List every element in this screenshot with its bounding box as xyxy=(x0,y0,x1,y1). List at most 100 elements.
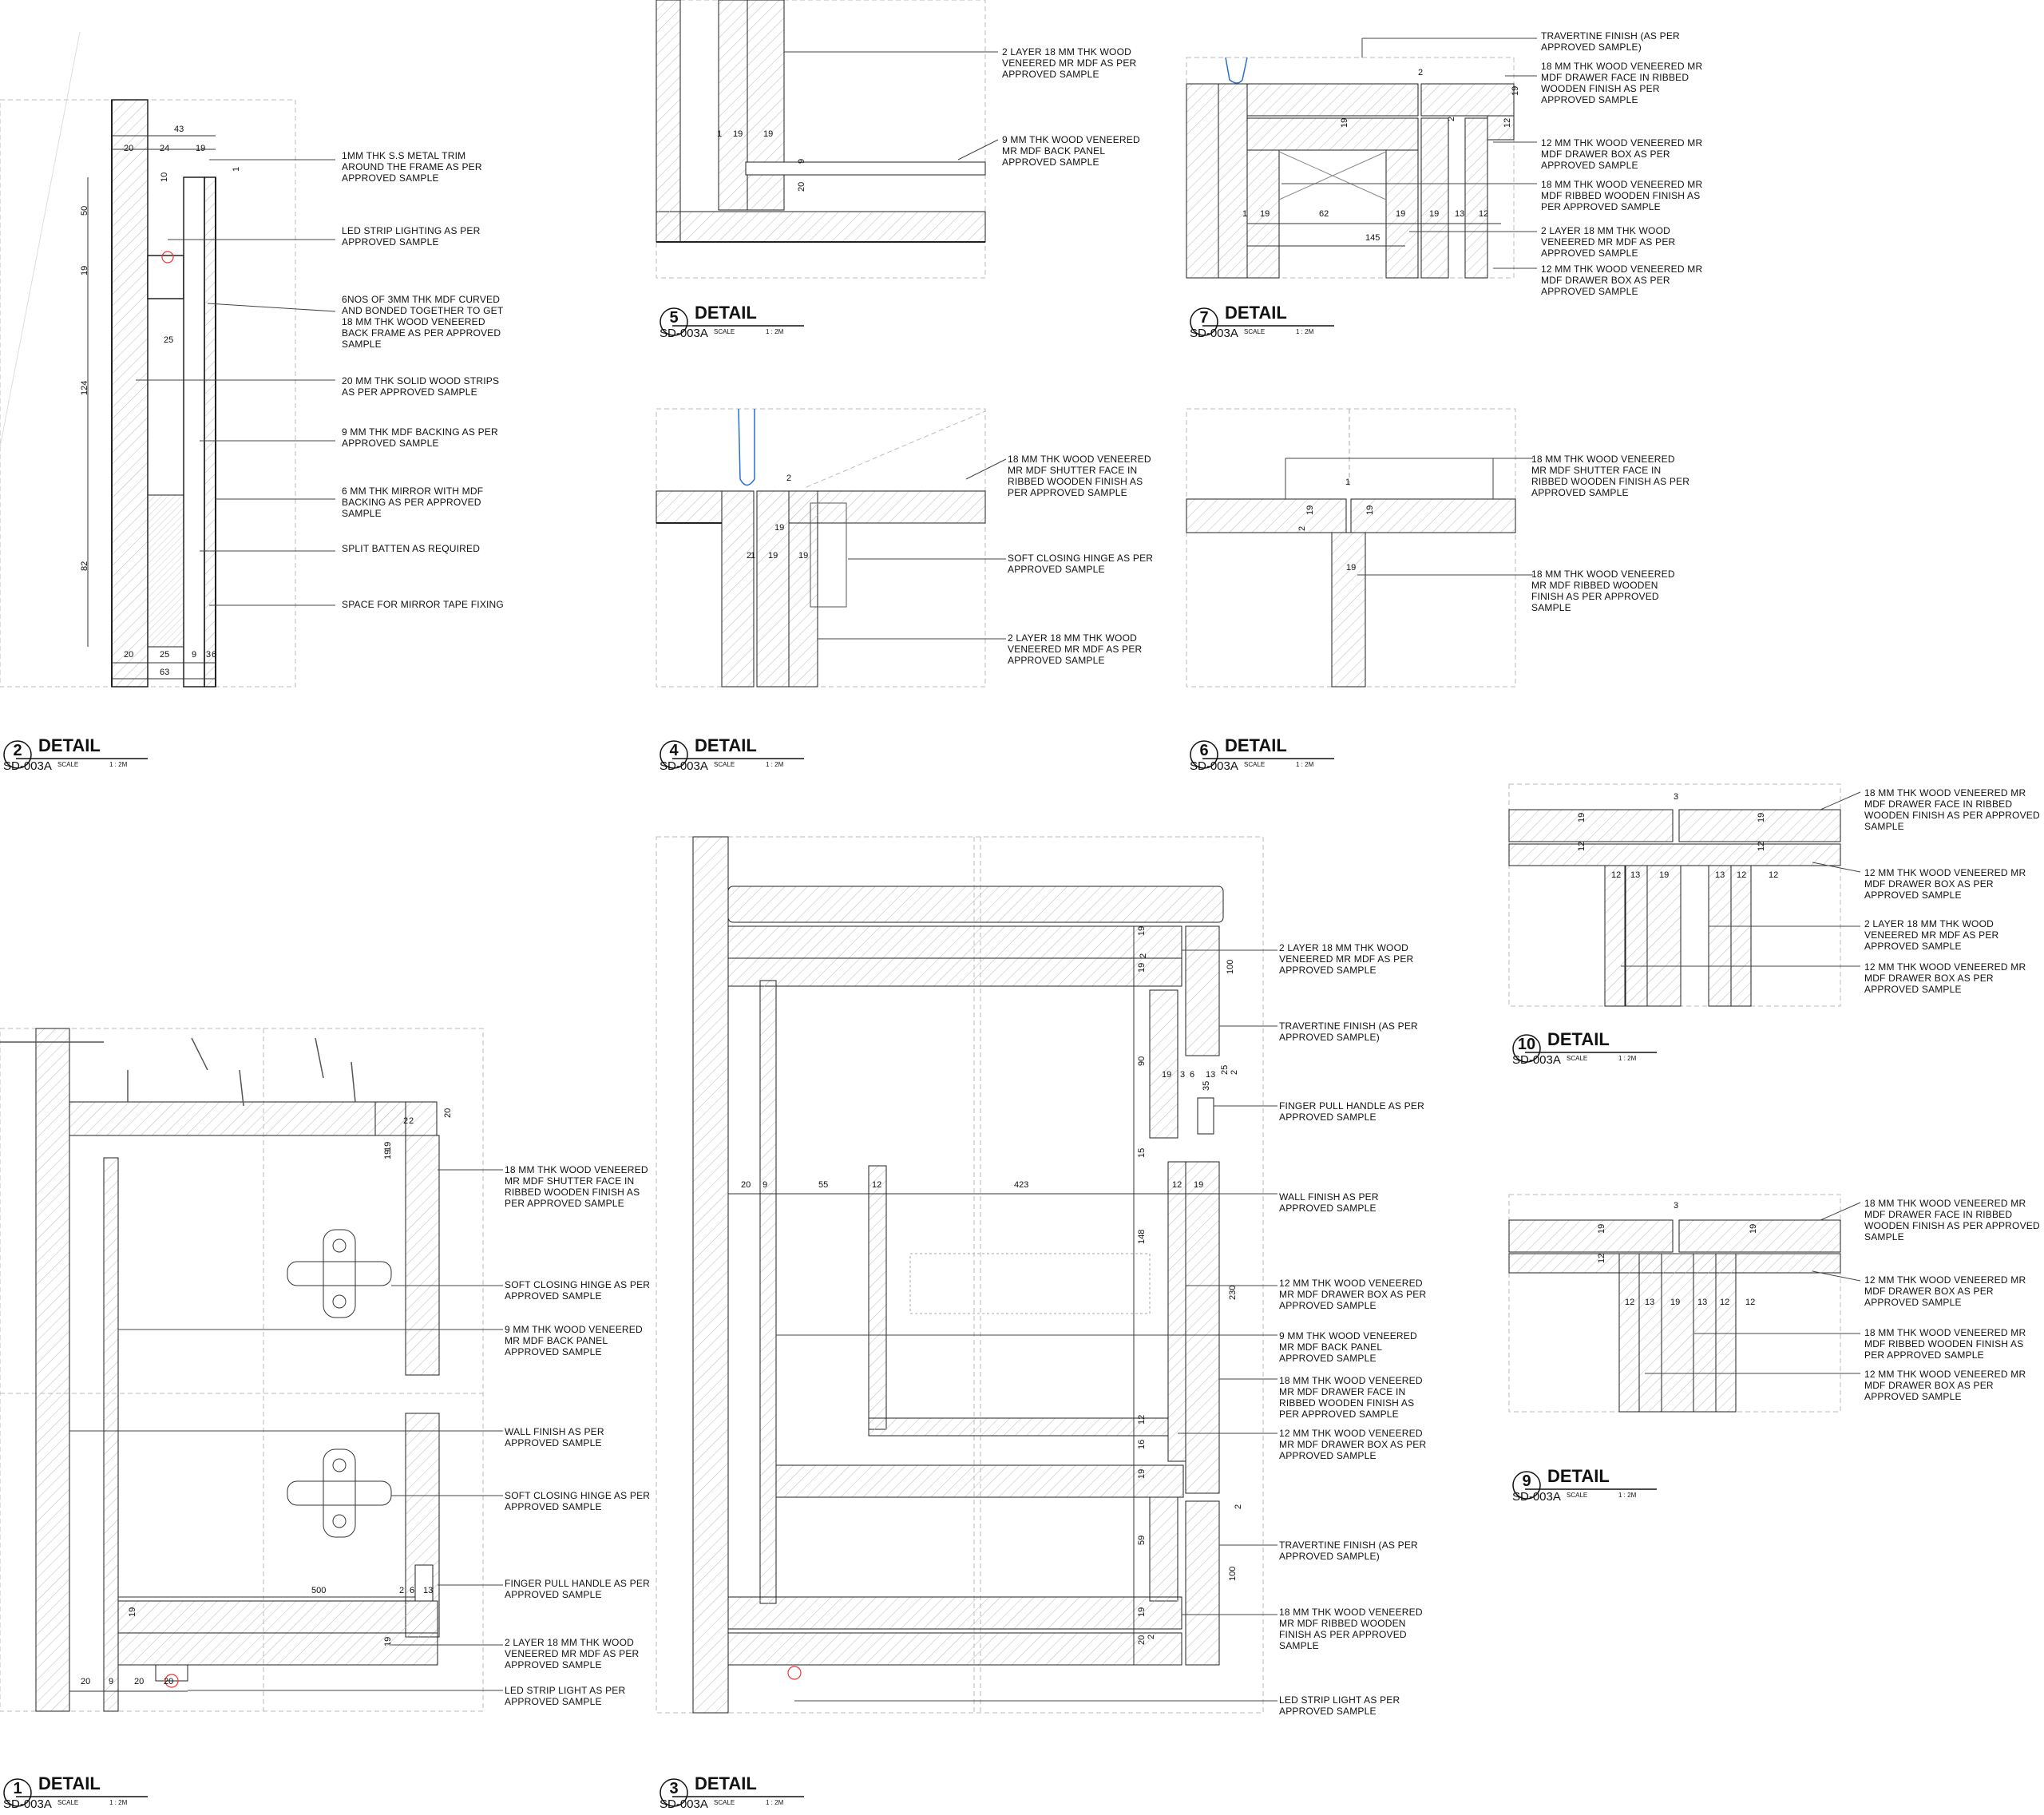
dimension-label: 13 xyxy=(1455,209,1465,219)
dimension-label: 24 xyxy=(160,144,170,153)
callout-number: 1 xyxy=(13,1780,22,1797)
dimension-label: 13 xyxy=(1715,870,1725,880)
material-note: TRAVERTINE FINISH (AS PER APPROVED SAMPL… xyxy=(1279,1020,1418,1043)
dimension-label: 12 xyxy=(872,1180,882,1190)
dimension-label: 12 xyxy=(1737,870,1747,880)
dimension-label: 19 xyxy=(798,551,809,561)
dimension-label: 20 xyxy=(443,1108,453,1118)
dimension-label: 6 xyxy=(212,650,217,660)
detail-title: DETAIL xyxy=(1225,735,1287,755)
material-note: TRAVERTINE FINISH (AS PER APPROVED SAMPL… xyxy=(1541,30,1680,53)
dimension-label: 1 xyxy=(717,129,723,139)
scale-value: 1 : 2M xyxy=(1618,1492,1637,1499)
material-note: 6 MM THK MIRROR WITH MDF BACKING AS PER … xyxy=(342,485,484,519)
material-note: 18 MM THK WOOD VENEERED MR MDF DRAWER FA… xyxy=(1864,787,2040,832)
sheet-reference: SD-003A xyxy=(660,327,708,340)
callout-number: 2 xyxy=(13,742,22,759)
scale-value: 1 : 2M xyxy=(109,761,128,768)
dimension-label: 59 xyxy=(1137,1535,1147,1545)
scale-value: 1 : 2M xyxy=(1296,761,1314,768)
dimension-label: 19 xyxy=(1162,1070,1172,1080)
dimension-label: 19 xyxy=(1749,1223,1758,1234)
material-note: 1MM THK S.S METAL TRIM AROUND THE FRAME … xyxy=(342,150,482,184)
callout-number: 9 xyxy=(1522,1472,1531,1490)
material-note: 12 MM THK WOOD VENEERED MR MDF DRAWER BO… xyxy=(1279,1428,1427,1461)
dimension-label: 13 xyxy=(1645,1298,1655,1307)
dimension-label: 20 xyxy=(134,1677,145,1686)
dimension-label: 230 xyxy=(1228,1285,1238,1300)
dimension-label: 2 xyxy=(1139,953,1148,958)
detail-3-drawing xyxy=(656,836,1278,1714)
scale-label: SCALE xyxy=(1244,328,1266,335)
material-note: 20 MM THK SOLID WOOD STRIPS AS PER APPRO… xyxy=(342,375,500,398)
material-note: 2 LAYER 18 MM THK WOOD VENEERED MR MDF A… xyxy=(1279,942,1414,976)
callout-number: 4 xyxy=(669,742,679,759)
dimension-label: 82 xyxy=(80,561,89,571)
dimension-label: 9 xyxy=(763,1180,768,1190)
dimension-label: 19 xyxy=(1396,209,1406,219)
material-note: 18 MM THK WOOD VENEERED MR MDF DRAWER FA… xyxy=(1541,61,1703,105)
dimension-label: 3 xyxy=(1674,792,1679,802)
dimension-label: 19 xyxy=(383,1149,393,1159)
dimension-label: 20 xyxy=(124,144,134,153)
dimension-label: 19 xyxy=(763,129,774,139)
dimension-label: 3 xyxy=(206,650,212,660)
dimension-label: 19 xyxy=(1757,812,1766,822)
dimension-label: 6 xyxy=(1190,1070,1195,1080)
material-note: 18 MM THK WOOD VENEERED MR MDF RIBBED WO… xyxy=(1279,1607,1423,1651)
material-note: 12 MM THK WOOD VENEERED MR MDF DRAWER BO… xyxy=(1541,264,1703,297)
dimension-label: 19 xyxy=(1511,85,1520,96)
dimension-label: 19 xyxy=(1429,209,1440,219)
sheet-reference: SD-003A xyxy=(1190,759,1238,773)
dimension-label: 19 xyxy=(1340,117,1349,128)
material-note: 9 MM THK WOOD VENEERED MR MDF BACK PANEL… xyxy=(1279,1330,1417,1364)
scale-value: 1 : 2M xyxy=(1296,328,1314,335)
callout-number: 10 xyxy=(1517,1036,1536,1053)
dimension-label: 500 xyxy=(311,1586,327,1595)
dimension-label: 25 xyxy=(164,335,174,345)
scale-label: SCALE xyxy=(714,328,735,335)
dimension-label: 9 xyxy=(109,1677,114,1686)
sheet-reference: SD-003A xyxy=(3,1797,52,1811)
dimension-label: 10 xyxy=(160,172,169,182)
dimension-label: 16 xyxy=(1137,1439,1147,1449)
detail-title: DETAIL xyxy=(695,1773,757,1793)
dimension-label: 50 xyxy=(80,205,89,216)
dimension-label: 19 xyxy=(1346,563,1357,573)
material-note: FINGER PULL HANDLE AS PER APPROVED SAMPL… xyxy=(505,1578,650,1600)
dimension-label: 148 xyxy=(1137,1229,1147,1244)
material-note: FINGER PULL HANDLE AS PER APPROVED SAMPL… xyxy=(1279,1100,1424,1123)
detail-1-drawing xyxy=(0,1028,503,1712)
dimension-label: 62 xyxy=(1319,209,1329,219)
dimension-label: 1 xyxy=(751,551,756,561)
detail-title: DETAIL xyxy=(1547,1466,1610,1486)
material-note: SPACE FOR MIRROR TAPE FIXING xyxy=(342,599,504,610)
material-note: LED STRIP LIGHT AS PER APPROVED SAMPLE xyxy=(505,1685,626,1707)
dimension-label: 19 xyxy=(1137,925,1147,936)
scale-label: SCALE xyxy=(57,1799,79,1806)
dimension-label: 19 xyxy=(1670,1298,1681,1307)
dimension-label: 9 xyxy=(192,650,197,660)
material-note: 9 MM THK WOOD VENEERED MR MDF BACK PANEL… xyxy=(505,1324,643,1357)
dimension-label: 2 xyxy=(747,551,752,561)
dimension-label: 13 xyxy=(1206,1070,1216,1080)
dimension-label: 19 xyxy=(1194,1180,1204,1190)
dimension-label: 19 xyxy=(128,1607,137,1617)
scale-value: 1 : 2M xyxy=(109,1799,128,1806)
detail-title: DETAIL xyxy=(38,1773,101,1793)
material-note: 6NOS OF 3MM THK MDF CURVED AND BONDED TO… xyxy=(342,294,504,350)
sheet-reference: SD-003A xyxy=(1512,1490,1561,1504)
material-note: 9 MM THK MDF BACKING AS PER APPROVED SAM… xyxy=(342,426,498,449)
dimension-label: 12 xyxy=(1745,1298,1756,1307)
material-note: 2 LAYER 18 MM THK WOOD VENEERED MR MDF A… xyxy=(1002,46,1137,80)
material-note: TRAVERTINE FINISH (AS PER APPROVED SAMPL… xyxy=(1279,1540,1418,1562)
sheet-reference: SD-003A xyxy=(3,759,52,773)
material-note: SOFT CLOSING HINGE AS PER APPROVED SAMPL… xyxy=(505,1279,651,1302)
dimension-label: 35 xyxy=(1202,1080,1211,1091)
material-note: 9 MM THK WOOD VENEERED MR MDF BACK PANEL… xyxy=(1002,134,1140,168)
material-note: 12 MM THK WOOD VENEERED MR MDF DRAWER BO… xyxy=(1864,961,2026,995)
detail-9-drawing xyxy=(1508,1194,1861,1413)
dimension-label: 12 xyxy=(1597,1253,1606,1263)
dimension-label: 13 xyxy=(1630,870,1641,880)
material-note: 18 MM THK WOOD VENEERED MR MDF DRAWER FA… xyxy=(1864,1198,2040,1242)
